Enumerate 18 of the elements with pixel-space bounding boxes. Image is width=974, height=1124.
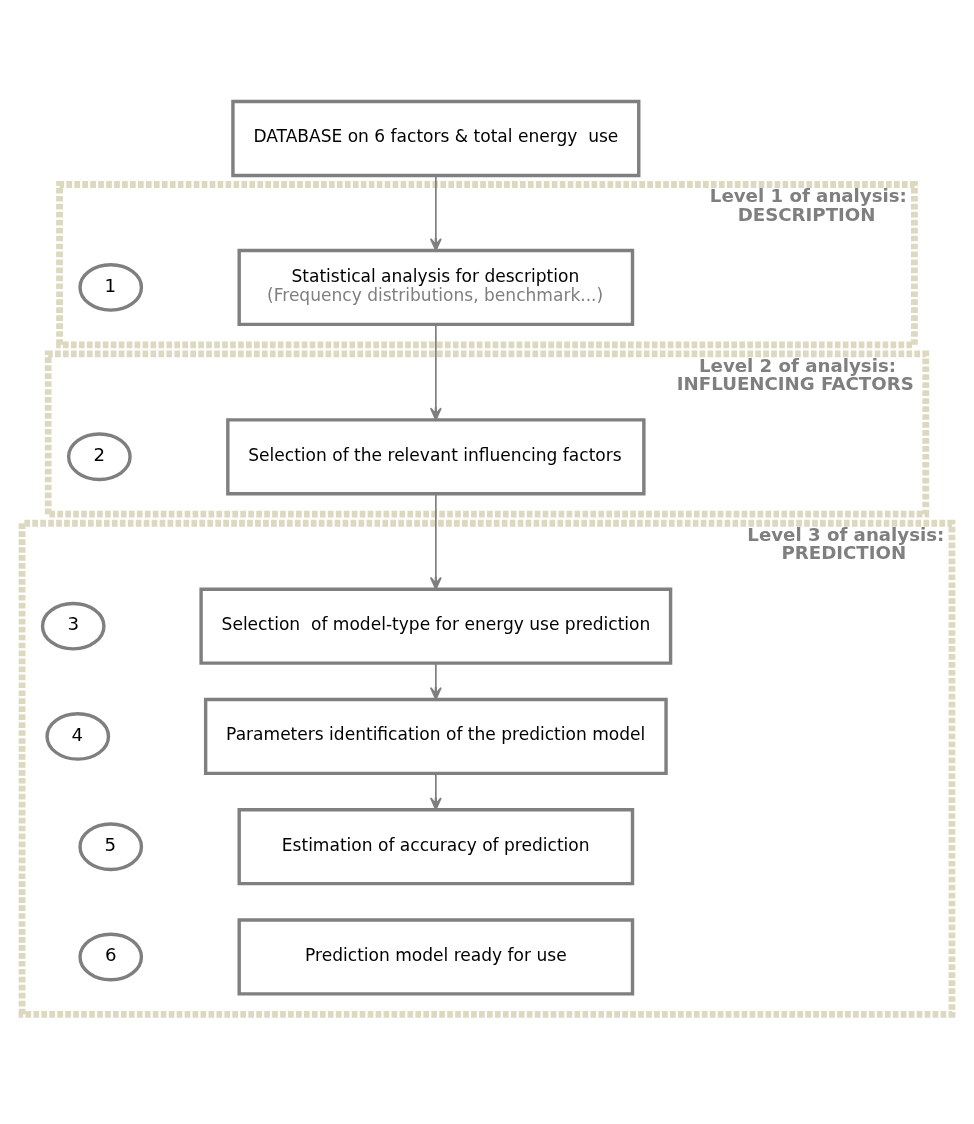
node-box: Estimation of accuracy of prediction — [237, 807, 635, 885]
node-ellipse: 4 — [45, 711, 111, 761]
arrow — [429, 174, 442, 251]
node-box: Parameters identification of the prediction model — [203, 697, 668, 775]
arrow — [429, 323, 442, 420]
node-ellipse: 1 — [78, 262, 144, 312]
node-box: Statistical analysis for description (Frequency distributions, benchmark...) — [237, 248, 635, 326]
arrow — [429, 661, 442, 700]
arrow — [429, 772, 442, 810]
node-ellipse: 5 — [78, 821, 144, 871]
node-ellipse: 3 — [40, 601, 106, 651]
node-ellipse: 6 — [78, 932, 144, 981]
node-box: DATABASE on 6 factors & total energy use — [231, 99, 641, 177]
node-box: Prediction model ready for use — [237, 917, 635, 996]
arrow — [429, 492, 442, 590]
node-ellipse: 2 — [66, 431, 132, 481]
node-box: Selection of the relevant influencing factors — [226, 417, 646, 495]
node-box: Selection of model-type for energy use prediction — [199, 587, 673, 665]
